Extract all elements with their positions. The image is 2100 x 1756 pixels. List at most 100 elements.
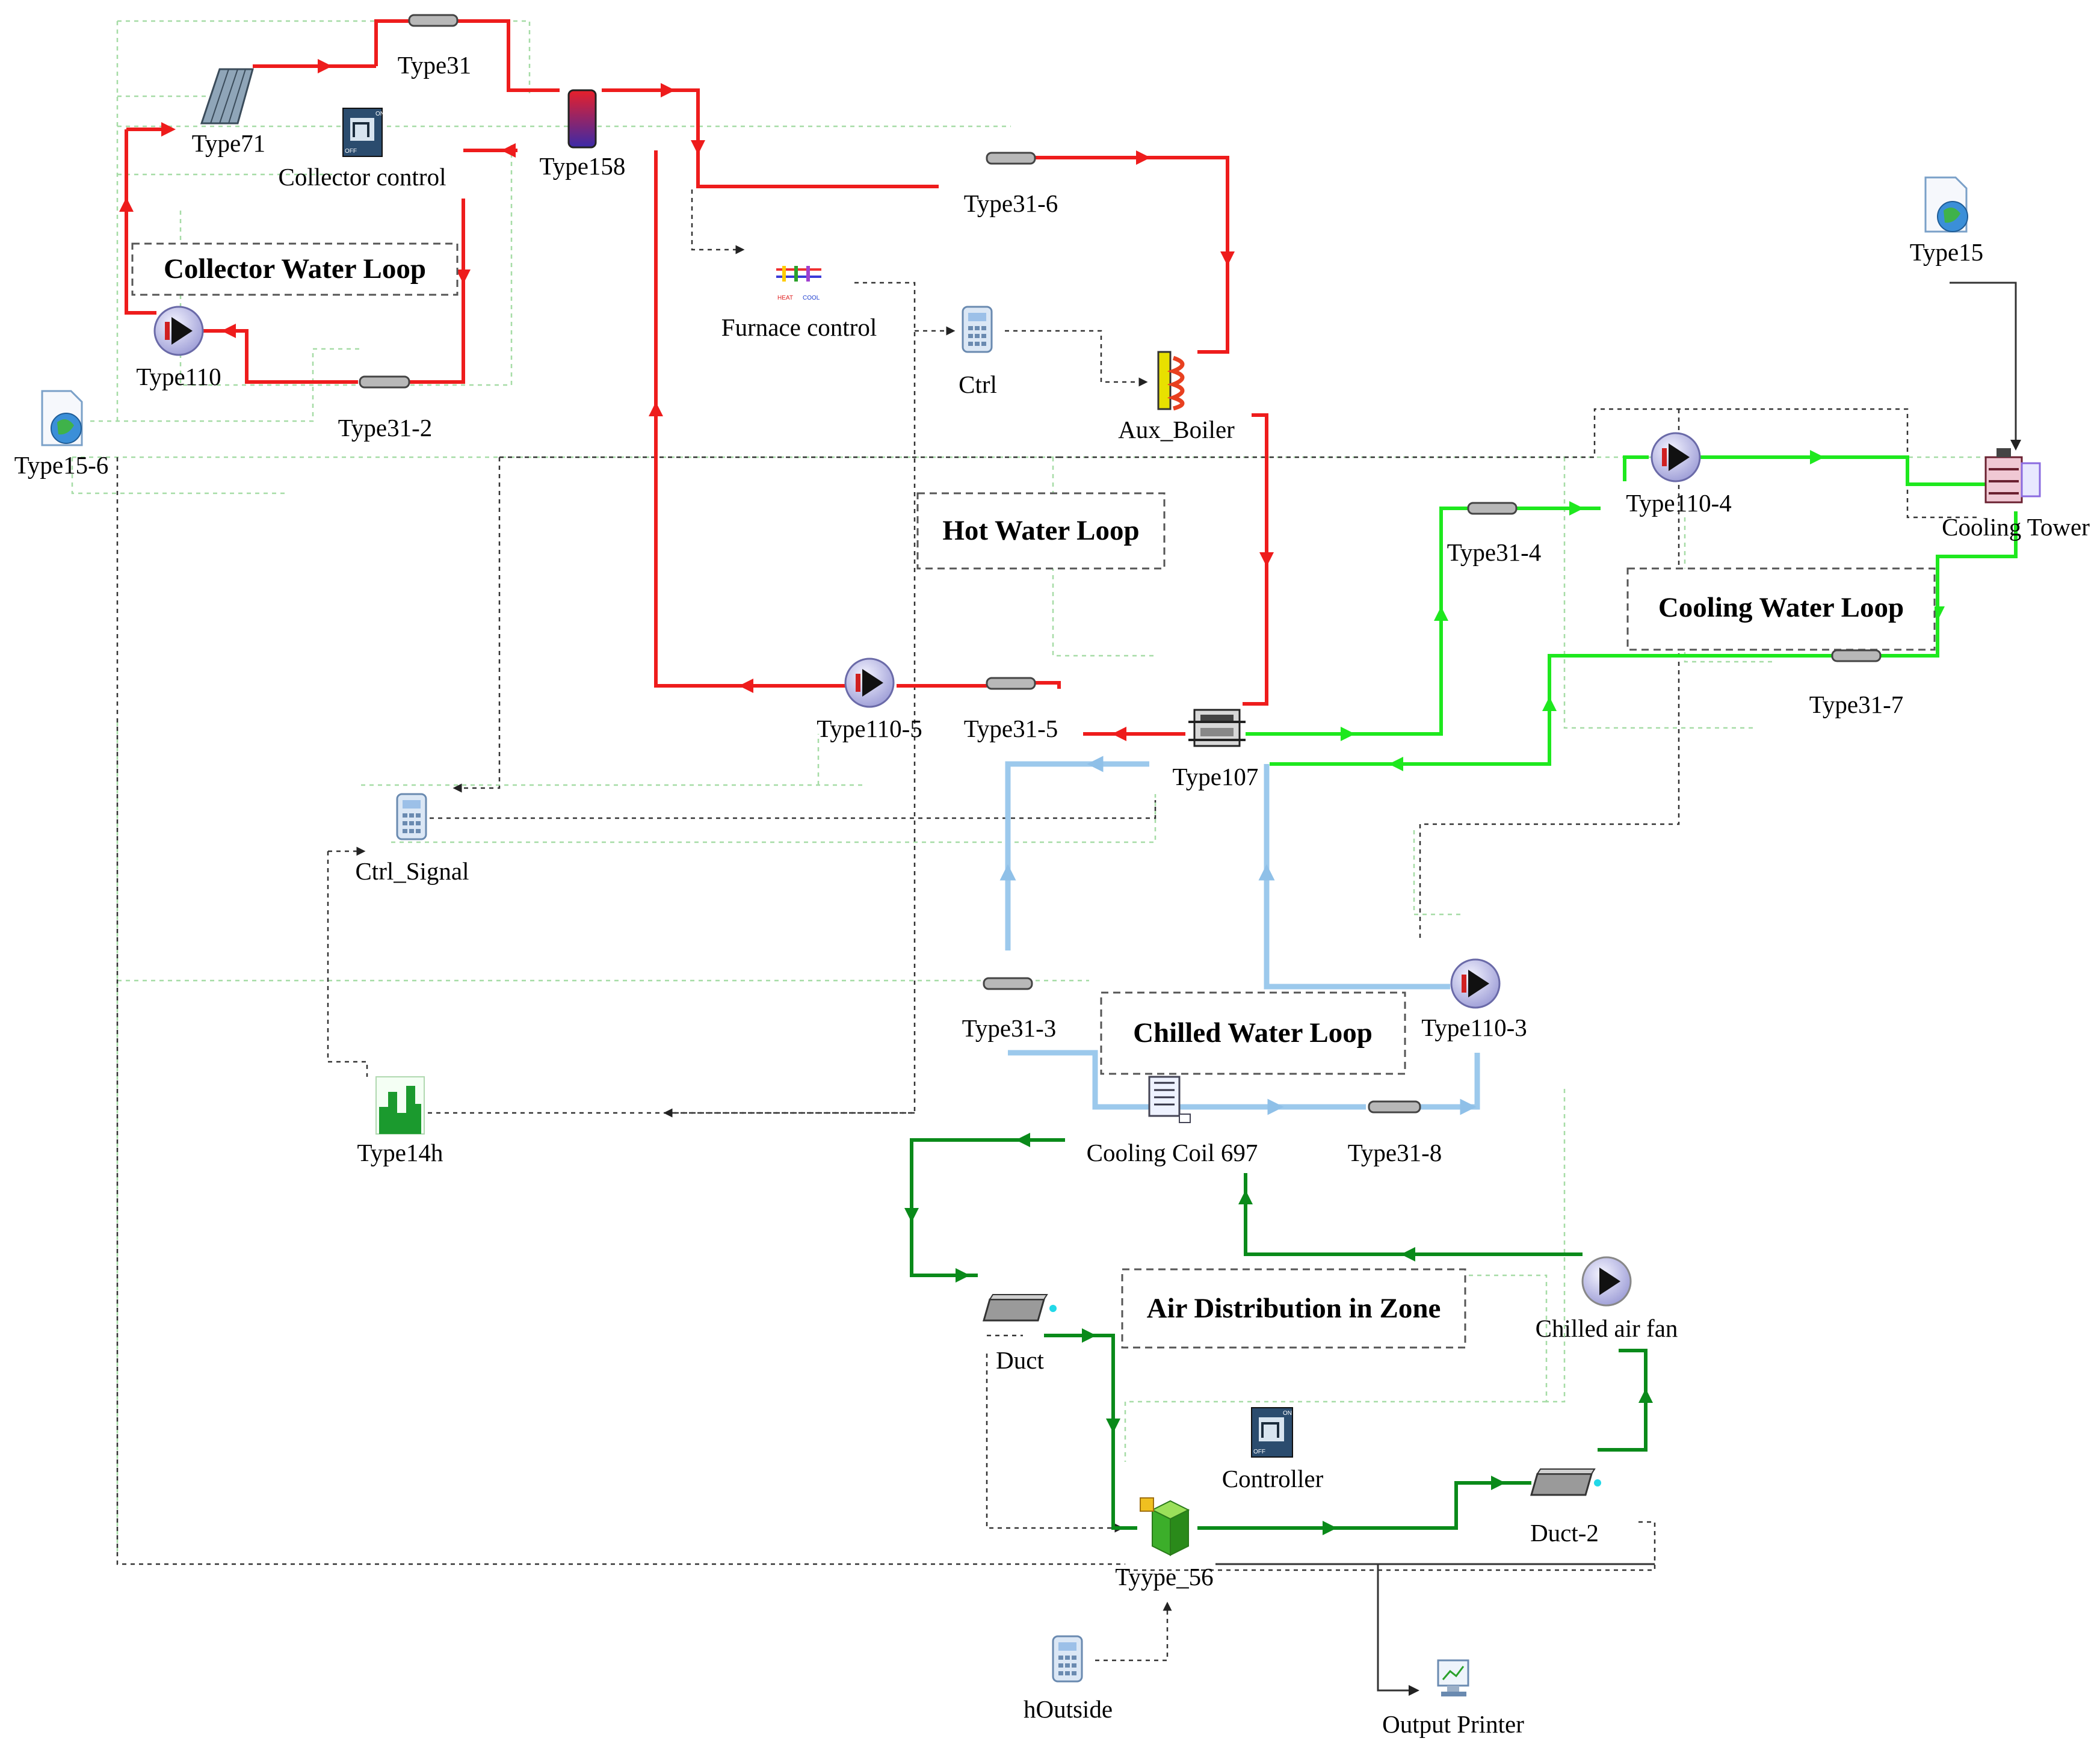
component-controller[interactable]: ON OFF Controller [1222, 1407, 1324, 1493]
type110-5-label: Type110-5 [817, 715, 922, 742]
pipe-icon [408, 14, 459, 27]
svg-text:OFF: OFF [345, 148, 357, 155]
component-type110-4[interactable]: Type110-4 [1626, 432, 1732, 517]
component-ctrl-signal[interactable]: Ctrl_Signal [355, 793, 469, 885]
type15-label: Type15 [1910, 238, 1983, 266]
component-type107[interactable]: Type107 [1173, 709, 1259, 790]
component-collector-control[interactable]: ON OFF Collector control [279, 108, 446, 191]
storage-tank-icon [567, 89, 597, 149]
collector-control-label: Collector control [279, 163, 446, 191]
building-zone-icon [1140, 1497, 1190, 1556]
hot-water-piping [119, 19, 1274, 741]
component-ctrl[interactable]: Ctrl [959, 306, 997, 398]
pump-icon [844, 658, 895, 708]
svg-text:OFF: OFF [1253, 1449, 1265, 1455]
type15-6-label: Type15-6 [14, 451, 109, 479]
cooling-coil-icon [1148, 1076, 1191, 1123]
duct-label: Duct [996, 1346, 1044, 1374]
calculator-icon [1052, 1635, 1083, 1683]
cooling-coil-label: Cooling Coil 697 [1087, 1139, 1258, 1166]
svg-text:ON: ON [1283, 1410, 1292, 1417]
svg-text:Air Distribution in Zone: Air Distribution in Zone [1147, 1293, 1441, 1324]
component-duct-2[interactable]: Duct-2 [1530, 1468, 1601, 1547]
component-type110[interactable]: Type110 [136, 306, 221, 390]
chilled-air-fan-label: Chilled air fan [1536, 1314, 1678, 1342]
svg-text:Chilled Water Loop: Chilled Water Loop [1133, 1017, 1373, 1049]
loop-label-cooling: Cooling Water Loop [1626, 567, 1936, 651]
weather-globe-icon [1924, 176, 1968, 233]
component-type31[interactable]: Type31 [398, 14, 471, 79]
component-type158[interactable]: Type158 [540, 89, 626, 180]
component-houtside[interactable]: hOutside [1024, 1635, 1113, 1723]
weather-globe-icon [41, 390, 83, 446]
component-type31-3[interactable]: Type31-3 [962, 977, 1057, 1042]
loop-label-air: Air Distribution in Zone [1121, 1268, 1466, 1349]
component-aux-boiler[interactable]: Aux_Boiler [1118, 351, 1235, 443]
type107-label: Type107 [1173, 763, 1259, 790]
component-type110-3[interactable]: Type110-3 [1421, 958, 1527, 1041]
on-off-controller-icon: ON OFF [1251, 1407, 1293, 1458]
pipe-icon [983, 977, 1033, 990]
component-type31-4[interactable]: Type31-4 [1447, 502, 1542, 566]
pump-icon [1450, 958, 1501, 1009]
svg-text:Collector Water Loop: Collector Water Loop [164, 253, 426, 285]
on-off-controller-icon: ON OFF [342, 108, 384, 157]
component-type31-5[interactable]: Type31-5 [964, 677, 1058, 742]
type31-label: Type31 [398, 51, 471, 79]
output-printer-label: Output Printer [1382, 1710, 1524, 1738]
controller-label: Controller [1222, 1465, 1324, 1493]
chilled-water-piping [999, 756, 1480, 1115]
component-type31-6[interactable]: Type31-6 [964, 152, 1058, 217]
type71-label: Type71 [192, 129, 265, 157]
air-distribution-piping [904, 1133, 1653, 1535]
component-type31-7[interactable]: Type31-7 [1809, 649, 1904, 718]
component-type110-5[interactable]: Type110-5 [817, 658, 922, 742]
pipe-icon [986, 677, 1036, 690]
component-furnace-control[interactable]: HEAT COOL Furnace control [721, 265, 877, 341]
loop-label-collector: Collector Water Loop [131, 242, 459, 296]
type31-2-label: Type31-2 [338, 414, 433, 442]
component-type14h[interactable]: Type14h [357, 1076, 443, 1166]
boiler-icon [1157, 351, 1185, 411]
component-output-printer[interactable]: Output Printer [1382, 1659, 1524, 1738]
control-signal-lines [116, 189, 1980, 1662]
component-type15[interactable]: Type15 [1910, 176, 1983, 266]
svg-text:Hot Water Loop: Hot Water Loop [942, 515, 1139, 546]
pipe-icon [1467, 502, 1518, 515]
pipe-icon [986, 152, 1036, 165]
cooling-tower-icon [1984, 448, 2041, 504]
type110-3-label: Type110-3 [1421, 1014, 1527, 1041]
type31-7-label: Type31-7 [1809, 691, 1904, 718]
houtside-label: hOutside [1024, 1695, 1113, 1723]
thermostat-icon: HEAT COOL [773, 265, 824, 301]
type158-label: Type158 [540, 152, 626, 180]
furnace-control-label: Furnace control [721, 313, 877, 341]
component-type56[interactable]: Tyype_56 [1115, 1497, 1214, 1591]
component-cooling-tower[interactable]: Cooling Tower [1942, 448, 2090, 541]
svg-text:ON: ON [375, 111, 384, 117]
component-type31-8[interactable]: Type31-8 [1348, 1100, 1442, 1166]
component-type31-2[interactable]: Type31-2 [338, 375, 433, 442]
loop-label-hot: Hot Water Loop [916, 492, 1166, 570]
svg-text:Cooling Water Loop: Cooling Water Loop [1658, 592, 1904, 623]
ctrl-signal-label: Ctrl_Signal [355, 857, 469, 885]
type14h-label: Type14h [357, 1139, 443, 1166]
ctrl-label: Ctrl [959, 371, 997, 398]
duct-icon [983, 1294, 1057, 1322]
calculator-icon [962, 306, 993, 353]
duct-icon [1530, 1468, 1601, 1496]
component-chilled-air-fan[interactable]: Chilled air fan [1536, 1256, 1678, 1342]
svg-text:HEAT: HEAT [777, 295, 793, 301]
type31-5-label: Type31-5 [964, 715, 1058, 742]
component-cooling-coil[interactable]: Cooling Coil 697 [1087, 1076, 1258, 1166]
type110-label: Type110 [136, 363, 221, 390]
component-type71[interactable]: Type71 [192, 68, 265, 157]
pipe-icon [1831, 649, 1882, 662]
type56-label: Tyype_56 [1115, 1563, 1213, 1591]
type31-4-label: Type31-4 [1447, 538, 1542, 566]
component-type15-6[interactable]: Type15-6 [14, 390, 109, 479]
pump-icon [1651, 432, 1701, 482]
printer-monitor-icon [1437, 1659, 1469, 1696]
component-duct[interactable]: Duct [983, 1294, 1057, 1374]
type31-8-label: Type31-8 [1348, 1139, 1442, 1166]
